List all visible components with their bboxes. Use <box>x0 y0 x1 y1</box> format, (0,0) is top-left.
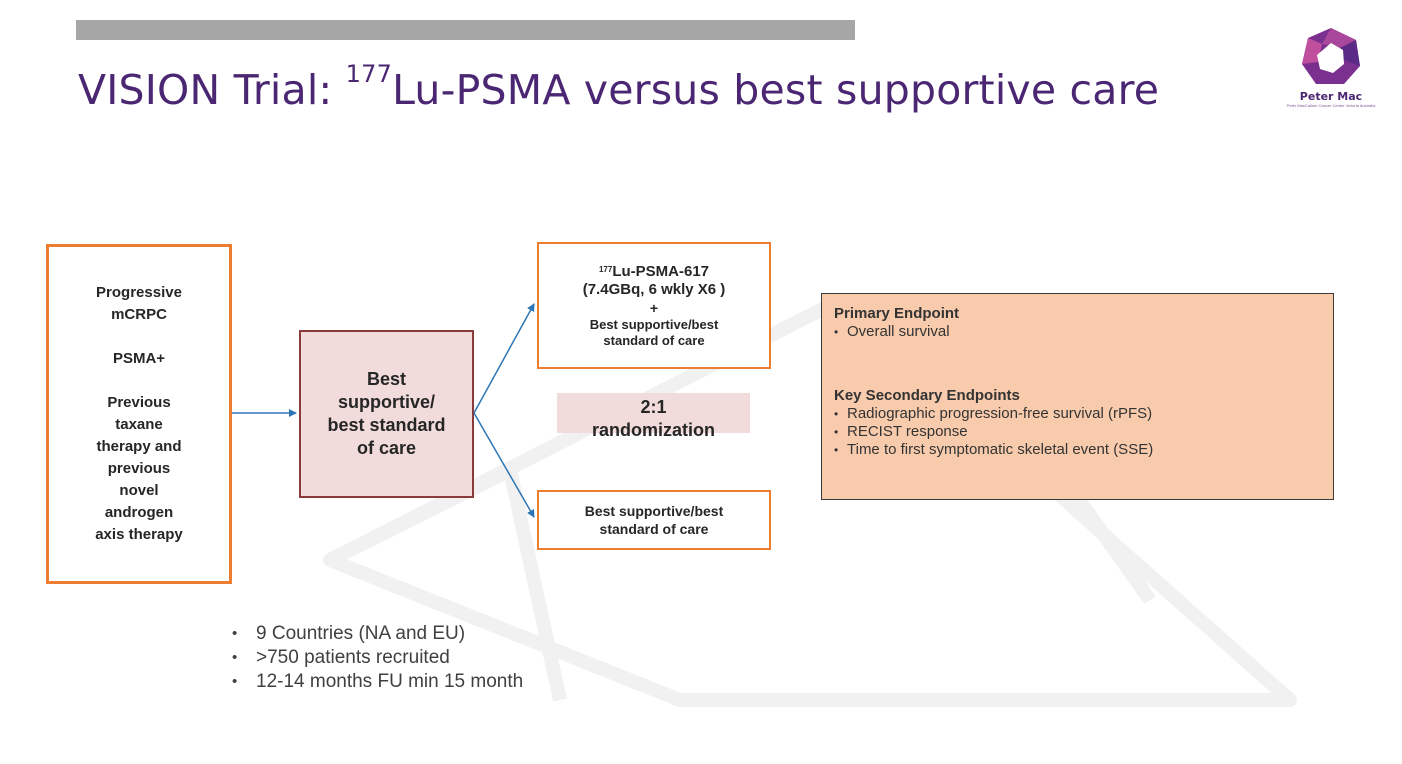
patient-population-box: Progressive mCRPC PSMA+ Previous taxane … <box>46 244 232 584</box>
bsc-arm-line: standard of care <box>599 521 709 537</box>
title-prefix: VISION Trial: <box>78 66 346 114</box>
slide-title: VISION Trial: 177Lu-PSMA versus best sup… <box>78 62 1160 114</box>
primary-endpoint-item: Overall survival <box>834 323 1321 341</box>
lu-arm-superscript: 177 <box>598 264 613 274</box>
best-supportive-care-box: Best supportive/ best standard of care <box>299 330 474 498</box>
header-bar <box>76 20 855 40</box>
randomization-ratio: 2:1 <box>640 397 667 417</box>
bsc-arm-box: Best supportive/best standard of care <box>537 490 771 550</box>
lu-arm-plus: + <box>649 299 659 316</box>
title-superscript: 177 <box>345 60 393 88</box>
patient-line: Previous <box>107 394 171 411</box>
care-line: Best <box>366 369 406 389</box>
patient-line: previous <box>107 460 171 477</box>
secondary-endpoint-item: Time to first symptomatic skeletal event… <box>834 441 1321 459</box>
secondary-endpoint-heading: Key Secondary Endpoints <box>834 387 1020 404</box>
lu-arm-drug-name: Lu-PSMA-617 <box>612 262 710 280</box>
patient-line: androgen <box>104 504 174 521</box>
lu-arm-bsc-line2: standard of care <box>603 332 705 348</box>
peter-mac-logo: Peter Mac Peter MacCallum Cancer Centre … <box>1284 26 1378 126</box>
peter-mac-logo-icon <box>1302 28 1360 84</box>
secondary-endpoint-item: RECIST response <box>834 423 1321 441</box>
endpoints-box: Primary Endpoint Overall survival Key Se… <box>821 293 1334 500</box>
secondary-endpoint-list: Radiographic progression-free survival (… <box>834 405 1321 459</box>
patient-line: axis therapy <box>95 526 183 543</box>
lu-arm-drug: 177Lu-PSMA-617 <box>599 263 709 281</box>
title-rest: Lu-PSMA versus best supportive care <box>392 66 1160 114</box>
lu-psma-arm-box: 177Lu-PSMA-617 (7.4GBq, 6 wkly X6 ) + Be… <box>537 242 771 369</box>
patient-line: therapy and <box>96 438 182 455</box>
secondary-endpoint-item: Radiographic progression-free survival (… <box>834 405 1321 423</box>
trial-facts-list: 9 Countries (NA and EU) >750 patients re… <box>232 622 523 694</box>
care-line: of care <box>356 438 417 458</box>
logo-name: Peter Mac <box>1299 90 1363 103</box>
trial-fact: 12-14 months FU min 15 month <box>232 670 523 694</box>
lu-arm-dose: (7.4GBq, 6 wkly X6 ) <box>582 280 726 298</box>
patient-line: Progressive <box>96 284 182 301</box>
logo-subtitle: Peter MacCallum Cancer Centre Victoria A… <box>1286 103 1376 108</box>
patient-line: mCRPC <box>111 306 167 323</box>
patient-line: novel <box>119 482 159 499</box>
care-line: supportive/ <box>337 392 435 412</box>
trial-fact: 9 Countries (NA and EU) <box>232 622 523 646</box>
primary-endpoint-heading: Primary Endpoint <box>834 305 960 322</box>
primary-endpoint-list: Overall survival <box>834 323 1321 341</box>
randomization-label: randomization <box>591 420 715 440</box>
lu-arm-bsc-line1: Best supportive/best <box>589 316 719 332</box>
patient-line: taxane <box>115 416 163 433</box>
trial-fact: >750 patients recruited <box>232 646 523 670</box>
bsc-arm-line: Best supportive/best <box>584 503 724 519</box>
randomization-text: 2:1 randomization <box>557 396 750 442</box>
randomization-box <box>557 393 750 433</box>
patient-line: PSMA+ <box>112 350 166 367</box>
care-line: best standard <box>327 415 446 435</box>
